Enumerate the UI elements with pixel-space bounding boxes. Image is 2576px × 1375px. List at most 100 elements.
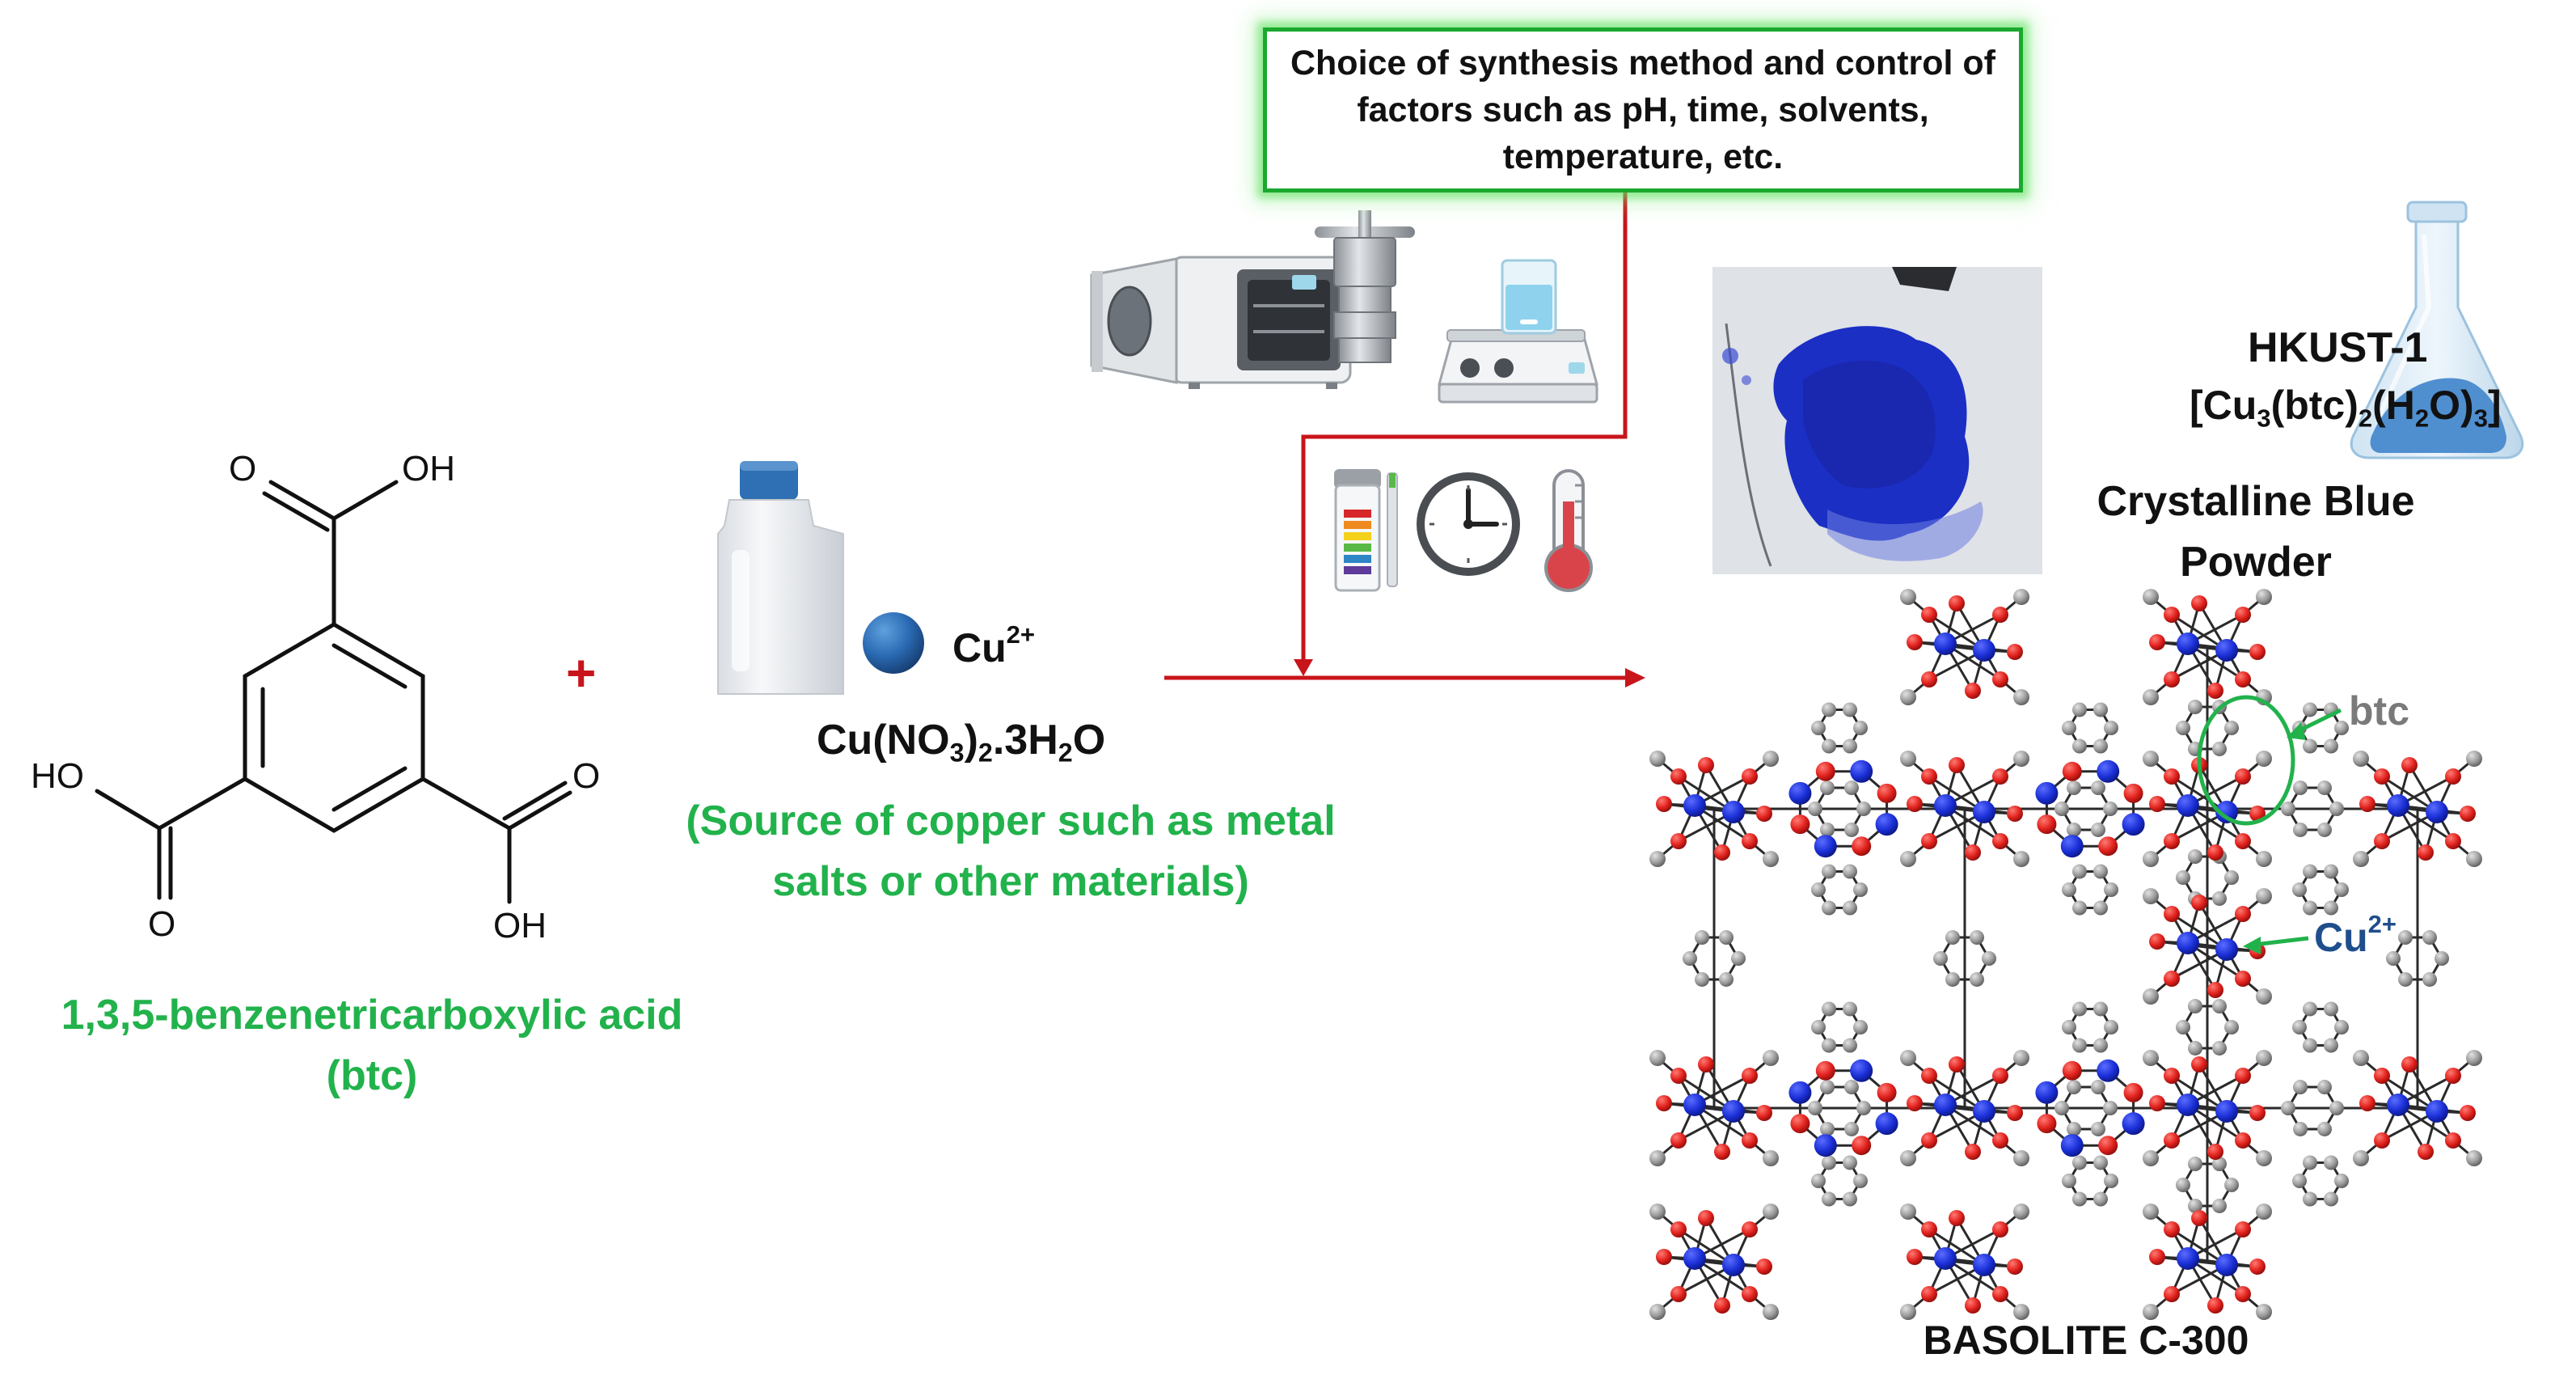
carbon-atom: [2143, 851, 2159, 867]
oxygen-atom: [2235, 607, 2251, 623]
btc-name-line1: 1,3,5-benzenetricarboxylic acid: [61, 992, 683, 1039]
carbon-atom: [2292, 882, 2307, 897]
reaction-arrow: [1164, 192, 1637, 680]
oxygen-atom: [2374, 833, 2390, 849]
oxygen-atom: [1877, 783, 1897, 803]
carbon-atom: [2013, 751, 2029, 767]
oxygen-atom: [2207, 683, 2223, 699]
carbon-atom: [1900, 751, 1916, 767]
carbon-atom: [2293, 1080, 2308, 1095]
oxygen-atom: [1670, 1286, 1687, 1302]
carbon-atom: [1649, 851, 1666, 867]
copper-atom: [2387, 794, 2409, 817]
thermometer-icon: [1544, 469, 1593, 592]
carbon-atom: [2143, 589, 2159, 605]
oxygen-atom: [2445, 833, 2461, 849]
oxygen-atom: [1921, 607, 1937, 623]
copper-atom: [2177, 1247, 2199, 1270]
carbon-atom: [2353, 1050, 2369, 1066]
oxygen-atom: [1992, 833, 2008, 849]
oxygen-atom: [2235, 906, 2251, 922]
carbon-atom: [2143, 988, 2159, 1005]
oxygen-atom: [1756, 1105, 1772, 1121]
formula-s2: 2: [2358, 404, 2373, 433]
carbon-atom: [1844, 781, 1859, 796]
carbon-atom: [2317, 1121, 2332, 1136]
oxygen-atom: [1742, 1286, 1758, 1302]
carbon-atom: [1811, 721, 1826, 735]
oxygen-atom: [1742, 1068, 1758, 1084]
carbon-atom: [1820, 1121, 1835, 1136]
oxygen-atom: [1949, 1210, 1965, 1226]
oxygen-atom: [2123, 783, 2143, 803]
synthesis-conditions-text: Choice of synthesis method and control o…: [1290, 44, 1995, 176]
oxygen-atom: [2191, 1056, 2207, 1072]
oxygen-atom: [1921, 768, 1937, 785]
cu-pointer-arrow-head: [2243, 937, 2261, 954]
carbon-atom: [2143, 1204, 2159, 1220]
btc-atom-o-right: O: [572, 756, 601, 796]
carbon-atom: [2334, 721, 2349, 735]
carbon-atom: [1719, 971, 1734, 987]
oxygen-atom: [1670, 833, 1687, 849]
carbon-atom: [2176, 721, 2190, 735]
carbon-atom: [2072, 738, 2087, 754]
oxygen-atom: [2164, 1286, 2180, 1302]
carbon-atom: [2188, 1198, 2202, 1213]
copper-atom: [2215, 1254, 2238, 1276]
btc-molecule-structure: [95, 480, 572, 904]
carbon-atom: [1763, 851, 1779, 867]
oxygen-atom: [2207, 844, 2223, 861]
oxygen-atom: [2207, 982, 2223, 998]
carbon-atom: [2317, 781, 2332, 796]
carbon-atom: [2212, 891, 2227, 906]
hot-plate-stirrer-icon: [1438, 259, 1598, 404]
copper-atom: [1875, 813, 1898, 836]
carbon-atom: [2072, 864, 2087, 879]
carbon-atom: [1649, 1050, 1666, 1066]
copper-atom: [1973, 801, 1995, 823]
carbon-atom: [1822, 864, 1836, 879]
carbon-atom: [2281, 1101, 2295, 1115]
copper-atom: [1934, 794, 1957, 817]
carbon-atom: [2398, 971, 2413, 987]
formula-s1: 3: [2257, 404, 2271, 433]
carbon-atom: [1820, 1080, 1835, 1095]
carbon-atom: [1900, 1204, 1916, 1220]
oxygen-atom: [2149, 1249, 2165, 1265]
carbon-atom: [2103, 802, 2118, 816]
oxygen-atom: [2359, 1095, 2375, 1111]
oxygen-atom: [1992, 671, 2008, 688]
oxygen-atom: [1670, 1068, 1687, 1084]
btc-atom-o-left: O: [148, 904, 176, 944]
carbon-atom: [2176, 1020, 2190, 1034]
copper-atom: [2177, 1094, 2199, 1116]
carbon-atom: [2188, 700, 2202, 715]
carbon-atom: [2303, 864, 2317, 879]
oxygen-atom: [2191, 895, 2207, 911]
copper-atom: [2387, 1094, 2409, 1116]
carbon-atom: [2303, 1191, 2317, 1207]
oxygen-atom: [2164, 1221, 2180, 1238]
oxygen-atom: [2235, 768, 2251, 785]
carbon-atom: [2054, 1101, 2069, 1115]
carbon-atom: [2256, 1204, 2272, 1220]
carbon-atom: [1945, 971, 1960, 987]
oxygen-atom: [1670, 768, 1687, 785]
carbon-atom: [1822, 900, 1836, 916]
carbon-atom: [2334, 1174, 2349, 1188]
carbon-atom: [2256, 851, 2272, 867]
carbon-atom: [2104, 882, 2118, 897]
oxygen-atom: [1815, 1060, 1835, 1081]
salt-sub1: 3: [949, 738, 965, 768]
oxygen-atom: [1965, 844, 1981, 861]
oxygen-atom: [1992, 1286, 2008, 1302]
oxygen-atom: [1742, 768, 1758, 785]
framework-cu-charge: 2+: [2367, 909, 2397, 938]
oxygen-atom: [2007, 644, 2023, 660]
copper-salt-formula: Cu(NO3)2.3H2O: [817, 716, 1105, 766]
copper-atom: [2060, 1134, 2084, 1157]
carbon-atom: [1683, 951, 1697, 966]
carbon-atom: [2303, 1155, 2317, 1170]
